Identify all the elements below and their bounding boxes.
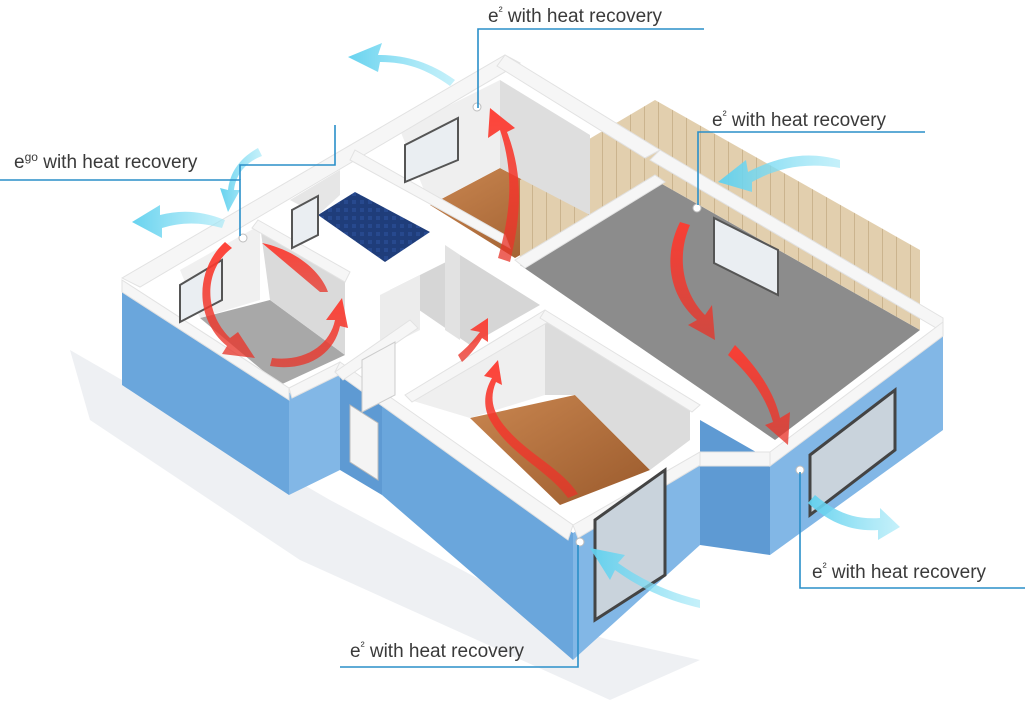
callout-top-sup: ²: [498, 4, 503, 18]
callout-line-lower-right: [799, 472, 1025, 589]
red-arrow-left-room-3: [262, 243, 328, 292]
cyan-arrow-right-intake: [718, 155, 840, 192]
corridor-floor: [390, 255, 540, 345]
vent-front-left: [575, 537, 585, 547]
vent-units: [238, 102, 805, 547]
callout-label-lower-right: e² with heat recovery: [812, 556, 986, 584]
living-room-front-window: [808, 386, 897, 519]
red-arrow-living-1: [670, 222, 715, 340]
top-bedroom-window: [404, 116, 459, 184]
red-arrow-living-2: [728, 345, 790, 445]
vent-top: [472, 102, 482, 112]
red-arrow-left-room-2: [270, 298, 348, 368]
bathroom-window: [291, 194, 319, 250]
bathroom-pool: [318, 192, 430, 262]
callout-bottom-sup: ²: [360, 639, 365, 653]
vent-left: [238, 233, 248, 243]
callout-label-upper-right: e² with heat recovery: [712, 104, 886, 132]
callout-left-text: with heat recovery: [37, 152, 198, 173]
cyan-arrow-top-exhaust: [348, 43, 455, 86]
cyan-arrow-left-intake: [220, 148, 262, 212]
callout-label-top: e² with heat recovery: [488, 0, 662, 28]
callout-top-text: with heat recovery: [502, 6, 663, 27]
callout-lower-right-sup: ²: [822, 560, 827, 574]
callout-line-left-2: [239, 125, 336, 180]
cyan-arrow-left-exhaust: [132, 205, 225, 238]
cyan-arrow-bottom-intake: [590, 548, 700, 608]
red-arrow-lower-bedroom: [484, 360, 578, 498]
callout-upper-right-prefix: e: [712, 110, 723, 131]
living-room-window: [713, 216, 779, 297]
callout-line-upper-right: [697, 131, 925, 205]
red-arrow-corridor: [458, 318, 488, 362]
callout-label-bottom: e² with heat recovery: [350, 635, 524, 663]
red-arrow-top-bedroom: [488, 108, 520, 262]
red-arrow-left-room-1: [202, 242, 255, 358]
callout-line-bottom: [340, 545, 579, 668]
vent-living: [692, 203, 702, 213]
callout-line-top: [477, 28, 704, 108]
callout-bottom-text: with heat recovery: [364, 641, 525, 662]
callout-left-sup: go: [24, 150, 38, 164]
lower-bedroom-floor: [470, 395, 650, 505]
callout-label-left: ego with heat recovery: [14, 146, 197, 174]
callout-top-prefix: e: [488, 6, 499, 27]
callout-upper-right-sup: ²: [722, 108, 727, 122]
left-room-floor: [200, 300, 345, 385]
callout-bottom-prefix: e: [350, 641, 361, 662]
callout-lines: [0, 28, 1025, 668]
callout-lower-right-text: with heat recovery: [826, 562, 987, 583]
callout-upper-right-text: with heat recovery: [726, 110, 887, 131]
corridor-door: [361, 341, 396, 413]
callout-lower-right-prefix: e: [812, 562, 823, 583]
entry-door: [349, 404, 379, 481]
internal-airflow-arrows: [202, 108, 790, 498]
callout-left-prefix: e: [14, 152, 25, 173]
cyan-arrow-lower-right-exhaust: [808, 495, 900, 540]
callout-line-left-1: [0, 179, 241, 236]
wall-tops: [120, 54, 944, 541]
exterior-airflow-arrows: [132, 43, 900, 608]
living-room-floor: [520, 180, 920, 440]
ground-shadow: [70, 350, 700, 700]
